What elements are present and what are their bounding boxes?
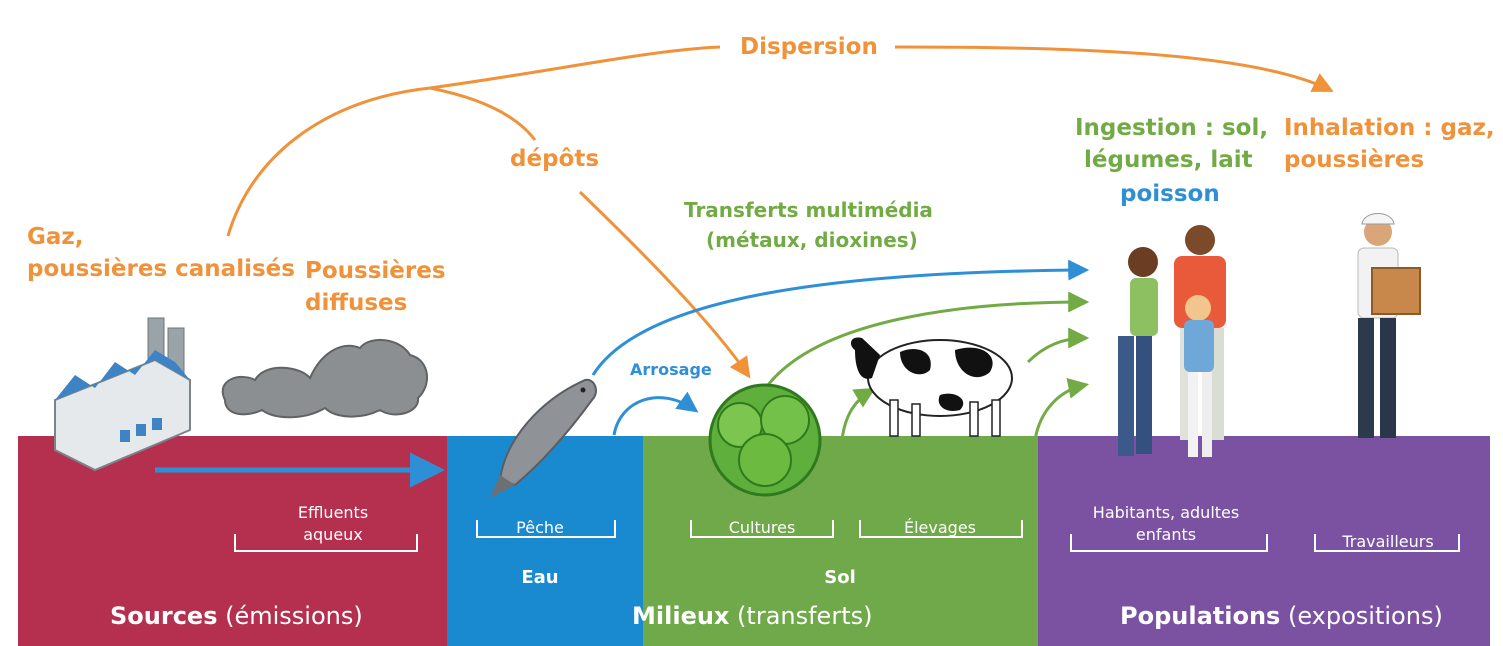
transferts-label-line1: Transferts multimédia [684,198,933,222]
poussieres-label-line2: diffuses [305,290,408,316]
gaz-label-line1: Gaz, [27,224,84,250]
dispersion-label: Dispersion [740,34,878,60]
effluents-bracket [234,534,418,552]
populations-panel [1038,436,1490,646]
habitants-bracket [1070,534,1268,552]
habitants-label-line2: enfants [1135,525,1197,544]
cow-to-population-arrow-2 [1033,378,1090,441]
gaz-label-line2: poussières canalisés [27,256,295,282]
crops-to-population-arrow [766,291,1090,386]
cow-icon [850,337,1013,437]
habitants-label-line1: Habitants, adultes [1092,503,1240,522]
eau-panel [447,436,643,646]
ingestion-label-line3: poisson [1120,181,1220,207]
elevages-bracket [859,520,1023,538]
populations-footer-rest: (expositions) [1287,602,1443,630]
populations-footer: Populations (expositions) [1120,602,1443,630]
lettuce-icon [708,383,822,497]
sol-panel [643,436,1038,646]
poussieres-label-line1: Poussières [305,258,446,284]
peche-bracket [476,520,616,538]
cultures-label: Cultures [728,518,796,537]
transferts-label-line2: (métaux, dioxines) [706,228,918,252]
peche-label: Pêche [516,518,564,537]
fish-icon [490,378,597,498]
depots-label: dépôts [510,146,600,172]
milieux-footer-bold: Milieux [632,602,730,630]
effluents-label-line2: aqueux [303,525,363,544]
cow-to-population-arrow-1 [1026,327,1090,364]
fish-to-population-arrow [591,259,1090,376]
populations-footer-bold: Populations [1120,602,1281,630]
travailleurs-bracket [1314,534,1460,552]
inhalation-label-line2: poussières [1284,147,1425,173]
eau-title: Eau [521,567,559,588]
sources-footer-bold: Sources [110,602,218,630]
effluents-label-line1: Effluents [297,503,369,522]
ingestion-label-line2: légumes, lait [1084,147,1253,173]
ingestion-label-line1: Ingestion : sol, [1075,115,1269,141]
milieux-footer-rest: (transferts) [737,602,873,630]
arrosage-label: Arrosage [630,360,712,379]
travailleurs-label: Travailleurs [1342,532,1434,551]
sources-footer: Sources (émissions) [110,602,363,630]
worker-icon [1357,213,1421,438]
arrosage-arrow [612,391,699,436]
depots-arrow [429,86,751,379]
milieux-footer: Milieux (transferts) [632,602,872,630]
cultures-bracket [690,520,834,538]
sources-footer-rest: (émissions) [225,602,363,630]
sol-title: Sol [824,567,856,588]
crops-to-cow-arrow [840,387,876,441]
family-icon [1118,225,1226,457]
inhalation-label-line1: Inhalation : gaz, [1284,115,1495,141]
factory-icon [54,317,191,472]
elevages-label: Élevages [903,518,976,537]
smoke-cloud-icon [221,338,429,419]
